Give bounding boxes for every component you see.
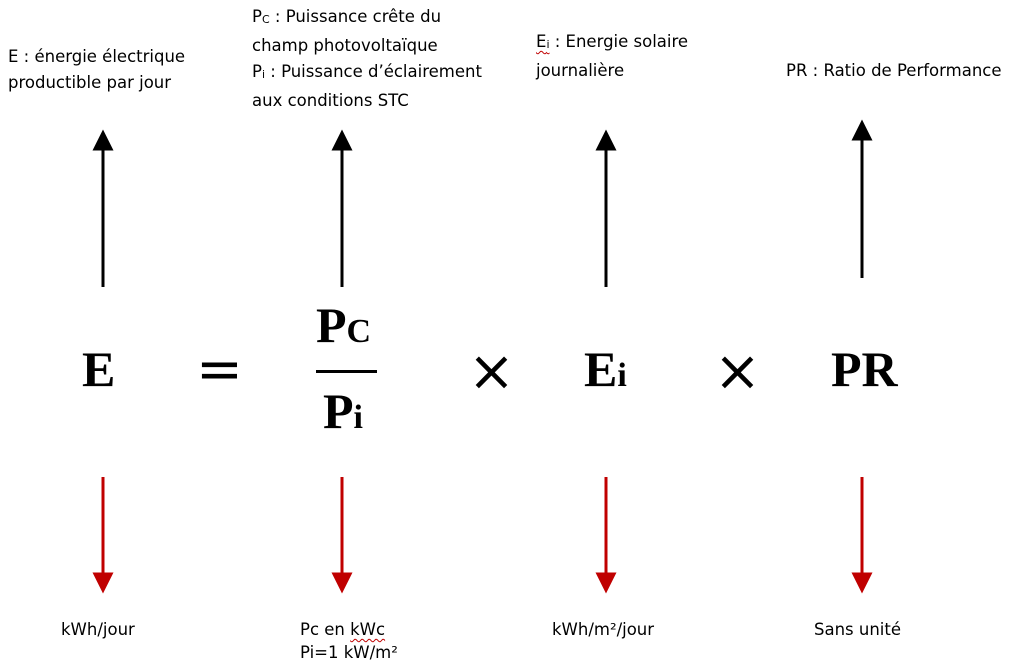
description-pr-line1: PR : Ratio de Performance: [786, 61, 1002, 80]
numerator-base: P: [316, 297, 347, 353]
fraction-bar: [316, 370, 377, 373]
description-e: E : énergie électrique productible par j…: [8, 44, 185, 96]
description-pc-line2: champ photovoltaïque: [252, 36, 438, 55]
pi-symbol: P: [252, 62, 262, 81]
formula-e: E: [82, 341, 116, 397]
description-pc-pi: PC : Puissance crête du champ photovolta…: [252, 4, 482, 114]
unit-pr: Sans unité: [814, 618, 901, 641]
denominator-base: P: [323, 383, 354, 439]
ei-subscript: i: [546, 38, 550, 51]
unit-ei-text: kWh/m²/jour: [552, 620, 655, 639]
ei-formula-subscript: i: [617, 357, 627, 394]
times-sign-2: ×: [714, 339, 761, 404]
unit-e: kWh/jour: [61, 618, 135, 641]
description-pi-line1: Pi : Puissance d’éclairement: [252, 59, 482, 88]
formula-ei: Ei: [584, 344, 627, 394]
description-pr: PR : Ratio de Performance: [786, 58, 1002, 84]
denominator-subscript: i: [353, 399, 363, 436]
formula-pr: PR: [831, 341, 898, 397]
ei-symbol: E: [536, 32, 547, 51]
ei-text: : Energie solaire: [549, 32, 689, 51]
unit-pi-line: Pi=1 kW/m²: [300, 643, 398, 662]
pc-text: : Puissance crête du: [269, 7, 442, 26]
description-e-line2: productible par jour: [8, 73, 172, 92]
description-pi-line2: aux conditions STC: [252, 91, 409, 110]
unit-pr-text: Sans unité: [814, 620, 902, 639]
description-e-line1: E : énergie électrique: [8, 47, 186, 66]
unit-e-text: kWh/jour: [61, 620, 135, 639]
numerator-subscript: C: [346, 313, 372, 350]
times-sign-1: ×: [468, 339, 515, 404]
description-ei-line1: Ei : Energie solaire: [536, 29, 688, 58]
pc-subscript: C: [261, 13, 270, 26]
fraction-denominator: Pi: [323, 386, 363, 436]
description-ei-line2: journalière: [536, 61, 625, 80]
pc-symbol: P: [252, 7, 262, 26]
fraction-numerator: PC: [316, 300, 371, 350]
unit-pc-value: kWc: [350, 620, 386, 639]
equals-sign: =: [196, 337, 243, 402]
ei-base: E: [584, 341, 618, 397]
unit-pc-pi: Pc en kWc Pi=1 kW/m²: [300, 618, 398, 664]
pi-subscript: i: [261, 68, 266, 81]
pi-text: : Puissance d’éclairement: [265, 62, 482, 81]
unit-pc-line: Pc en kWc: [300, 618, 398, 641]
description-pc-line1: PC : Puissance crête du: [252, 4, 482, 33]
description-ei: Ei : Energie solaire journalière: [536, 29, 688, 84]
unit-ei: kWh/m²/jour: [552, 618, 654, 641]
ei-symbol-group: Ei: [536, 32, 550, 51]
unit-pc-prefix: Pc en: [300, 620, 351, 639]
